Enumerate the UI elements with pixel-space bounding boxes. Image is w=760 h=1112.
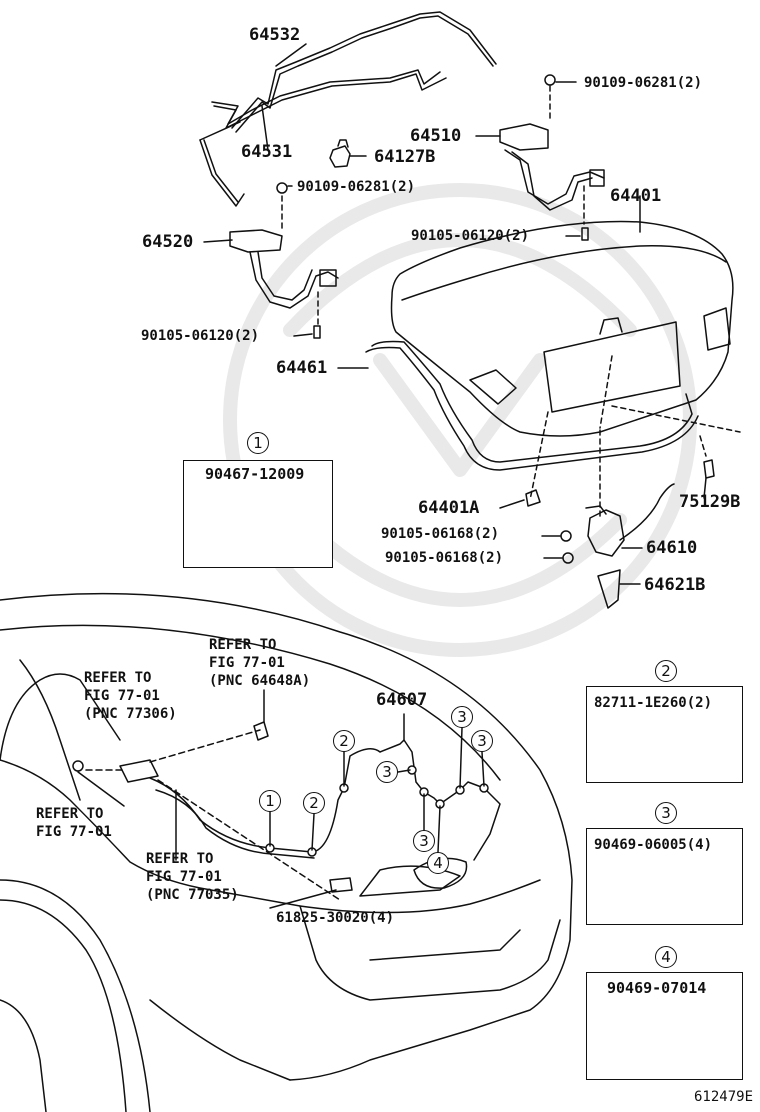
hinge-64520 <box>229 182 339 339</box>
label-bolt-90109-left: 90109-06281(2) <box>297 179 416 195</box>
detail-marker-2: 2 <box>655 660 677 682</box>
hinge-64510 <box>499 74 605 241</box>
wire-marker-2-low: 2 <box>303 792 325 814</box>
detail-part-82711-1e260: 82711-1E260(2) <box>594 695 713 711</box>
label-75129b: 75129B <box>679 492 741 512</box>
refer-note-77035: REFER TO FIG 77-01 (PNC 77035) <box>146 851 239 903</box>
wire-marker-1: 1 <box>259 790 281 812</box>
wire-marker-3-top: 3 <box>451 706 473 728</box>
label-64461: 64461 <box>276 358 328 378</box>
label-64510: 64510 <box>410 126 462 146</box>
wire-marker-2-high: 2 <box>333 730 355 752</box>
label-bolt-90105-06168-a: 90105-06168(2) <box>381 526 500 542</box>
wire-harness-64607 <box>149 739 501 861</box>
label-64401: 64401 <box>610 186 662 206</box>
detail-box-1 <box>183 460 333 568</box>
refer-note-fig-77-01: REFER TO FIG 77-01 <box>36 806 112 840</box>
wire-marker-leaders <box>77 713 485 909</box>
label-64610: 64610 <box>646 538 698 558</box>
detail-marker-3: 3 <box>655 802 677 824</box>
label-bolt-90105-06168-b: 90105-06168(2) <box>385 550 504 566</box>
figure-code: 612479E <box>694 1089 754 1105</box>
wire-marker-3-left: 3 <box>376 761 398 783</box>
wire-marker-4: 4 <box>427 852 449 874</box>
torsion-bar-64531 <box>199 69 447 207</box>
label-64531: 64531 <box>241 142 293 162</box>
label-64127b: 64127B <box>374 147 436 167</box>
lock-64610 <box>525 459 715 609</box>
label-bolt-90105-06120-left: 90105-06120(2) <box>141 328 260 344</box>
detail-box-3 <box>586 828 743 925</box>
label-64607: 64607 <box>376 690 428 710</box>
label-bolt-90109-upper: 90109-06281(2) <box>584 75 703 91</box>
detail-part-90469-07014: 90469-07014 <box>607 979 707 997</box>
label-61825-30020: 61825-30020(4) <box>276 910 395 926</box>
leader-lines-upper <box>203 43 707 585</box>
wire-marker-3-bottom: 3 <box>413 830 435 852</box>
trunk-lid-64401 <box>390 220 741 521</box>
detail-marker-4: 4 <box>655 946 677 968</box>
detail-marker-1: 1 <box>247 432 269 454</box>
label-64520: 64520 <box>142 232 194 252</box>
watermark-emblem <box>223 183 697 657</box>
clip-64127b <box>329 139 351 168</box>
label-64401a: 64401A <box>418 498 480 518</box>
refer-note-64648a: REFER TO FIG 77-01 (PNC 64648A) <box>209 637 311 689</box>
detail-part-90469-06005: 90469-06005(4) <box>594 837 713 853</box>
refer-note-77306: REFER TO FIG 77-01 (PNC 77306) <box>84 670 177 722</box>
label-bolt-90105-06120-right: 90105-06120(2) <box>411 228 530 244</box>
detail-box-4 <box>586 972 743 1080</box>
wire-marker-3-right: 3 <box>471 730 493 752</box>
wire-clip-points <box>265 765 489 857</box>
label-64621b: 64621B <box>644 575 706 595</box>
detail-box-2 <box>586 686 743 783</box>
detail-part-90467-12009: 90467-12009 <box>205 465 305 483</box>
label-64532: 64532 <box>249 25 301 45</box>
weatherstrip-64461 <box>365 340 699 471</box>
car-body <box>0 592 573 1112</box>
